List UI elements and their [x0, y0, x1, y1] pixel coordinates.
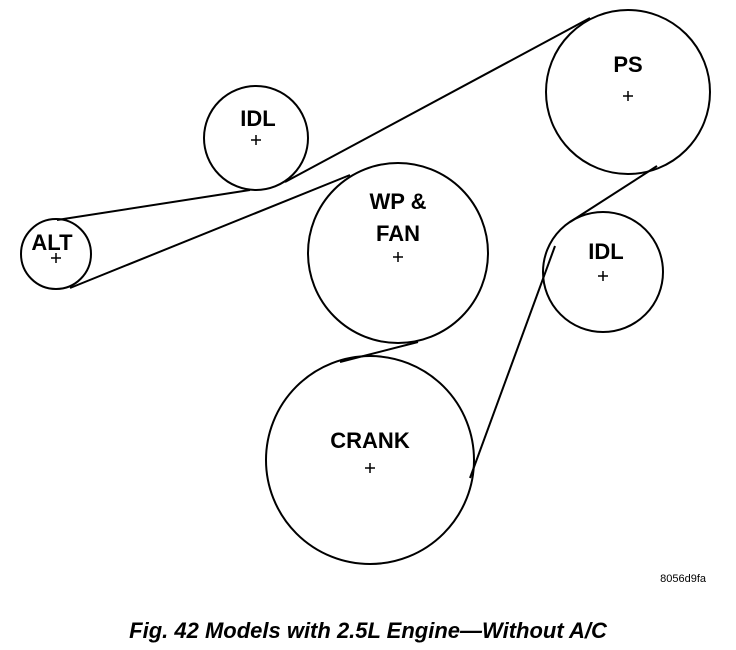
- pulley-ps: PS: [545, 9, 711, 175]
- pulley-water-pump-fan-circle: [307, 162, 489, 344]
- pulley-alternator-circle: [20, 218, 92, 290]
- pulley-idler-top-circle: [203, 85, 309, 191]
- belt-segment-idl-top-to-ps: [284, 17, 591, 183]
- belt-segment-idl-right-to-ps: [569, 165, 658, 223]
- belt-segment-alt-to-wp: [69, 174, 351, 289]
- pulley-ps-label: PS: [613, 52, 642, 77]
- pulley-idler-top: IDL: [203, 85, 309, 191]
- pulley-alternator-label: ALT: [31, 230, 73, 255]
- pulley-water-pump-fan-label-line1: WP &: [369, 189, 426, 214]
- figure-caption: Fig. 42 Models with 2.5L Engine—Without …: [129, 618, 607, 643]
- pulley-idler-right: IDL: [542, 211, 664, 333]
- figure-id: 8056d9fa: [660, 573, 707, 585]
- pulley-crankshaft-circle: [265, 355, 475, 565]
- pulley-idler-right-label: IDL: [588, 239, 623, 264]
- pulley-crankshaft: CRANK: [265, 355, 475, 565]
- pulley-idler-right-circle: [542, 211, 664, 333]
- pulley-water-pump-fan: WP & FAN: [307, 162, 489, 344]
- belt-segment-crank-to-idl-right: [469, 245, 556, 479]
- pulley-ps-circle: [545, 9, 711, 175]
- belt-segment-wp-to-crank: [339, 341, 419, 363]
- pulley-crankshaft-label: CRANK: [330, 428, 410, 453]
- pulley-idler-top-label: IDL: [240, 106, 275, 131]
- pulley-alternator: ALT: [20, 218, 92, 290]
- pulley-water-pump-fan-label-line2: FAN: [376, 221, 420, 246]
- drive-belt: [56, 17, 658, 479]
- belt-segment-alt-to-idl-top: [56, 189, 251, 221]
